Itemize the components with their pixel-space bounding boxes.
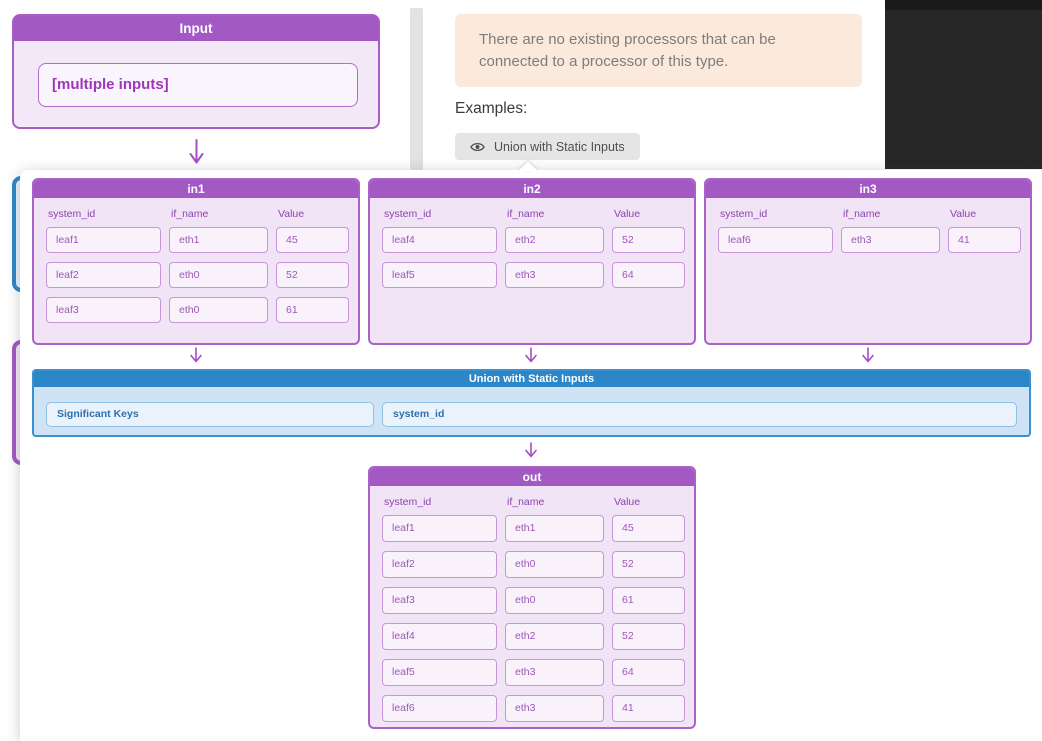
table-cell: leaf6	[382, 695, 497, 722]
table-cell: eth2	[505, 623, 604, 650]
table-row: leaf6 eth3 41	[718, 227, 1021, 253]
table-cell: 52	[612, 623, 685, 650]
column-header-if-name: if_name	[507, 496, 545, 508]
table-row: leaf5 eth3 64	[382, 659, 685, 686]
down-arrow-icon	[862, 347, 874, 363]
table-in3: in3 system_id if_name Value leaf6 eth3 4…	[704, 178, 1032, 345]
table-cell: eth3	[841, 227, 940, 253]
table-cell: eth0	[169, 297, 268, 323]
column-header-value: Value	[614, 208, 641, 220]
table-row: leaf2 eth0 52	[382, 551, 685, 578]
processor-title: Union with Static Inputs	[34, 371, 1029, 387]
eye-icon	[470, 142, 485, 151]
example-tooltip-popup: in1 system_id if_name Value leaf1 eth1 4…	[20, 170, 1042, 741]
table-cell: leaf3	[382, 587, 497, 614]
no-processors-notice: There are no existing processors that ca…	[455, 14, 862, 87]
table-cell: 41	[948, 227, 1021, 253]
tooltip-caret	[518, 161, 538, 171]
significant-keys-label: Significant Keys	[46, 402, 374, 427]
table-cell: 52	[612, 227, 685, 253]
table-cell: 52	[612, 551, 685, 578]
column-header-if-name: if_name	[843, 208, 881, 220]
table-cell: 61	[276, 297, 349, 323]
table-cell: eth0	[505, 551, 604, 578]
column-header-system-id: system_id	[384, 208, 432, 220]
table-cell: eth3	[505, 695, 604, 722]
table-in1: in1 system_id if_name Value leaf1 eth1 4…	[32, 178, 360, 345]
table-cell: leaf2	[46, 262, 161, 288]
table-row: leaf4 eth2 52	[382, 623, 685, 650]
dark-panel-top-strip	[885, 0, 1042, 10]
column-header-system-id: system_id	[720, 208, 768, 220]
column-header-system-id: system_id	[384, 496, 432, 508]
significant-keys-value: system_id	[382, 402, 1017, 427]
table-row: leaf3 eth0 61	[46, 297, 349, 323]
table-cell: leaf6	[718, 227, 833, 253]
table-cell: leaf5	[382, 262, 497, 288]
table-cell: eth1	[505, 515, 604, 542]
examples-label: Examples:	[455, 100, 528, 117]
vertical-scrollbar[interactable]	[410, 8, 423, 170]
table-cell: eth2	[505, 227, 604, 253]
table-cell: 64	[612, 659, 685, 686]
table-cell: eth0	[505, 587, 604, 614]
down-arrow-icon	[525, 442, 537, 458]
table-cell: leaf4	[382, 623, 497, 650]
table-out-title: out	[370, 468, 694, 486]
table-row: leaf5 eth3 64	[382, 262, 685, 288]
table-row: leaf1 eth1 45	[382, 515, 685, 542]
table-cell: eth3	[505, 659, 604, 686]
down-arrow-icon	[525, 347, 537, 363]
input-node-card: Input [multiple inputs]	[12, 14, 380, 129]
table-cell: leaf4	[382, 227, 497, 253]
table-cell: 45	[612, 515, 685, 542]
input-node-value: [multiple inputs]	[38, 63, 358, 107]
union-with-static-inputs-processor: Union with Static Inputs Significant Key…	[32, 369, 1031, 437]
table-cell: eth1	[169, 227, 268, 253]
table-cell: 52	[276, 262, 349, 288]
table-cell: leaf1	[382, 515, 497, 542]
table-cell: eth0	[169, 262, 268, 288]
column-header-value: Value	[614, 496, 641, 508]
table-row: leaf4 eth2 52	[382, 227, 685, 253]
table-out: out system_id if_name Value leaf1 eth1 4…	[368, 466, 696, 729]
table-cell: 41	[612, 695, 685, 722]
column-header-system-id: system_id	[48, 208, 96, 220]
table-cell: 61	[612, 587, 685, 614]
table-cell: leaf2	[382, 551, 497, 578]
column-header-value: Value	[278, 208, 305, 220]
table-cell: eth3	[505, 262, 604, 288]
down-arrow-icon	[190, 347, 202, 363]
table-cell: leaf3	[46, 297, 161, 323]
table-in1-title: in1	[34, 180, 358, 198]
table-row: leaf1 eth1 45	[46, 227, 349, 253]
table-cell: leaf1	[46, 227, 161, 253]
table-in2: in2 system_id if_name Value leaf4 eth2 5…	[368, 178, 696, 345]
table-cell: 45	[276, 227, 349, 253]
example-button-label: Union with Static Inputs	[494, 139, 625, 154]
table-row: leaf6 eth3 41	[382, 695, 685, 722]
table-row: leaf3 eth0 61	[382, 587, 685, 614]
table-cell: 64	[612, 262, 685, 288]
table-row: leaf2 eth0 52	[46, 262, 349, 288]
column-header-if-name: if_name	[171, 208, 209, 220]
table-cell: leaf5	[382, 659, 497, 686]
table-in3-title: in3	[706, 180, 1030, 198]
column-header-if-name: if_name	[507, 208, 545, 220]
down-arrow-icon	[189, 139, 204, 164]
column-header-value: Value	[950, 208, 977, 220]
input-node-title: Input	[14, 16, 378, 41]
dark-preview-panel	[885, 0, 1042, 169]
table-in2-title: in2	[370, 180, 694, 198]
example-union-with-static-inputs-button[interactable]: Union with Static Inputs	[455, 133, 640, 160]
